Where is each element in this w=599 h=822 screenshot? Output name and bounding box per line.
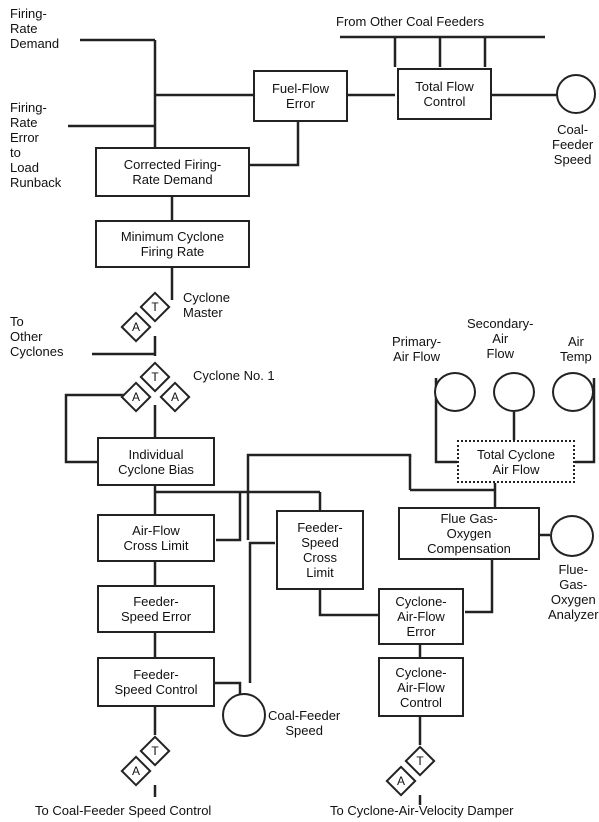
line-primary-air [434, 378, 457, 464]
sensor-air-temp [552, 372, 594, 412]
line-comp-to-airerror [465, 560, 494, 614]
sensor-coal-feeder-speed-bottom [222, 693, 266, 737]
label-cyclone-no1: Cyclone No. 1 [193, 368, 275, 383]
box-feeder-speed-control: Feeder- Speed Control [97, 657, 215, 707]
box-corrected-firing-rate: Corrected Firing- Rate Demand [95, 147, 250, 197]
label-coal-feeder-speed-bottom: Coal-Feeder Speed [268, 708, 341, 738]
station-feeder-t-label: T [151, 744, 159, 758]
box-cyclone-air-flow-error: Cyclone- Air-Flow Error [378, 588, 464, 645]
station-c1-t-label: T [151, 370, 159, 384]
line-air-temp [575, 378, 596, 464]
box-air-flow-cross-limit: Air-Flow Cross Limit [97, 514, 215, 562]
station-c1-a-right-label: A [170, 390, 179, 404]
label-from-other-feeders: From Other Coal Feeders [336, 14, 485, 29]
line-fcross-to-airerror [318, 590, 378, 617]
station-master-a-label: A [131, 320, 140, 334]
label-to-coal-feeder-speed-control: To Coal-Feeder Speed Control [35, 803, 212, 818]
box-total-flow-control: Total Flow Control [397, 68, 492, 120]
box-flue-gas-oxygen-comp: Flue Gas- Oxygen Compensation [398, 507, 540, 560]
station-feeder-a-label: A [131, 764, 140, 778]
box-feeder-speed-error: Feeder- Speed Error [97, 585, 215, 633]
box-cyclone-air-flow-control: Cyclone- Air-Flow Control [378, 657, 464, 717]
label-to-other-cyclones: To Other Cyclones [10, 314, 64, 359]
box-individual-cyclone-bias: Individual Cyclone Bias [97, 437, 215, 486]
label-secondary-air-flow: Secondary- Air Flow [467, 316, 534, 361]
sensor-secondary-air [493, 372, 535, 412]
label-cyclone-master: Cyclone Master [183, 290, 230, 320]
label-coal-feeder-speed-top: Coal- Feeder Speed [552, 122, 594, 167]
label-air-temp: Air Temp [560, 334, 592, 364]
line-error-to-corrected [250, 122, 300, 167]
sensor-primary-air [434, 372, 476, 412]
station-damper-a-label: A [396, 774, 405, 788]
line-c1-left-loop [64, 393, 138, 464]
label-primary-air-flow: Primary- Air Flow [392, 334, 442, 364]
box-minimum-cyclone: Minimum Cyclone Firing Rate [95, 220, 250, 268]
line-fcross-to-control [248, 541, 275, 683]
label-flue-gas-oxygen-analyzer: Flue- Gas- Oxygen Analyzer [548, 562, 599, 622]
label-to-cyclone-air-velocity-damper: To Cyclone-Air-Velocity Damper [330, 803, 514, 818]
sensor-flue-gas-oxygen [550, 515, 594, 557]
station-c1-a-left-label: A [131, 390, 140, 404]
label-firing-rate-error: Firing- Rate Error to Load Runback [10, 100, 62, 190]
box-total-cyclone-air-flow: Total Cyclone Air Flow [457, 440, 575, 483]
line-to-airlimit-right [216, 492, 242, 542]
label-firing-rate-demand: Firing- Rate Demand [10, 6, 60, 51]
station-master-t-label: T [151, 300, 159, 314]
station-damper-t-label: T [416, 754, 424, 768]
box-fuel-flow-error: Fuel-Flow Error [253, 70, 348, 122]
sensor-coal-feeder-speed [556, 74, 596, 114]
box-feeder-speed-cross-limit: Feeder- Speed Cross Limit [276, 510, 364, 590]
